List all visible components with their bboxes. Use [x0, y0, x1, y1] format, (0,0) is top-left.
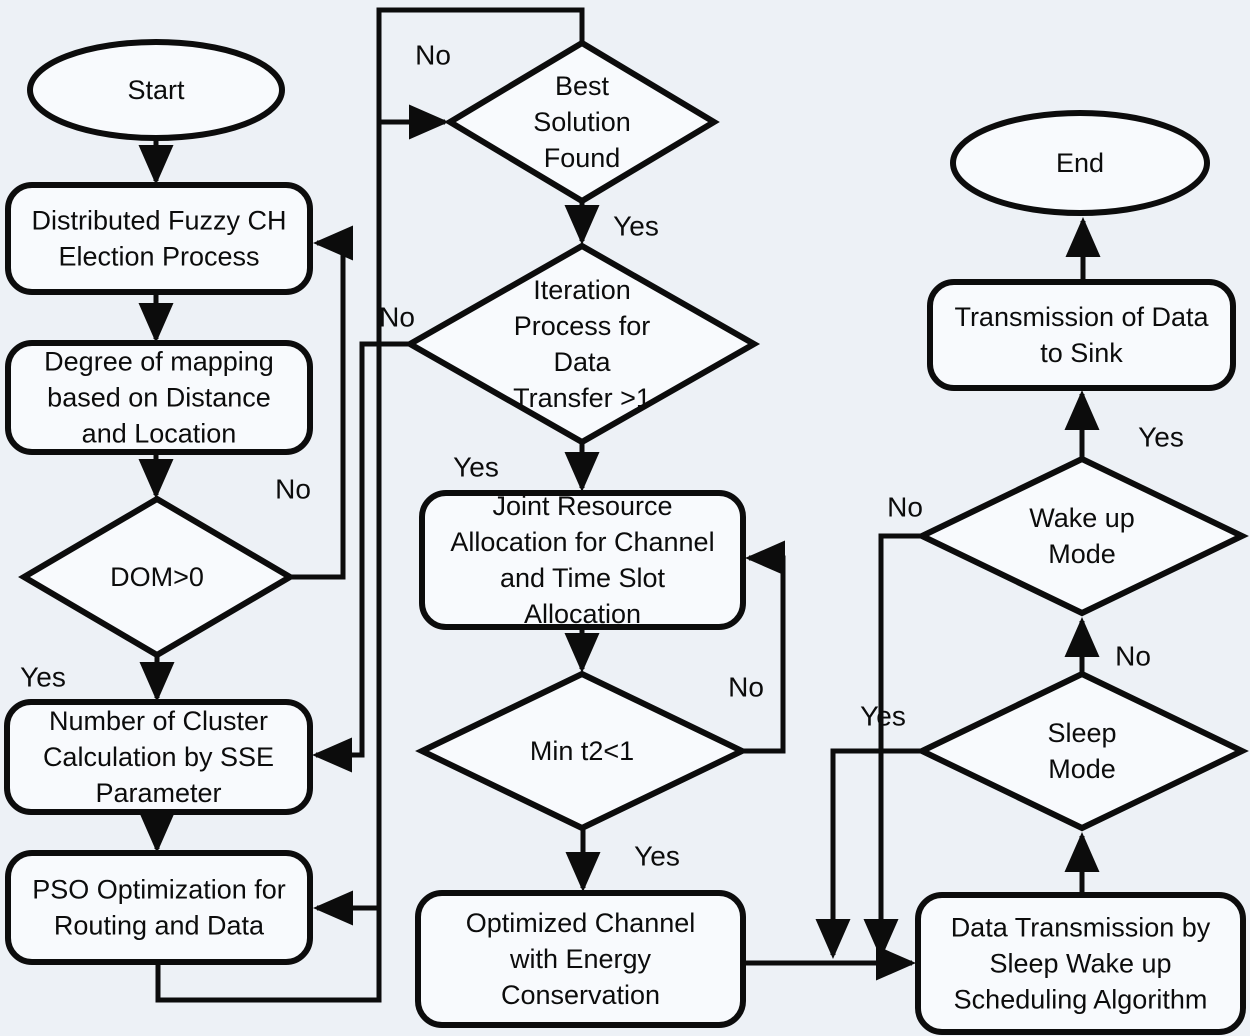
edge-label-wakeup-yes: Yes — [1138, 422, 1184, 453]
edge-label-iteration-yes: Yes — [453, 452, 499, 483]
edge-best-no — [312, 7, 585, 926]
edge-label-sleep-yes: Yes — [860, 701, 906, 732]
edge-label-wakeup-no: No — [887, 492, 923, 523]
dom-check-label: DOM>0 — [110, 562, 204, 592]
pso-shape — [5, 850, 313, 965]
end-label: End — [1056, 148, 1104, 178]
best-solution-shape — [444, 39, 720, 205]
start-label: Start — [127, 75, 185, 105]
iteration-shape — [403, 242, 761, 446]
node-start: Start — [27, 39, 285, 141]
edge-label-dom-no: No — [275, 474, 311, 505]
optimized-channel-shape — [415, 890, 746, 1028]
wakeup-shape — [915, 455, 1249, 617]
end-shape — [950, 110, 1210, 216]
tx-sink-shape — [927, 279, 1236, 391]
node-end: End — [950, 110, 1210, 216]
data-tx-shape — [915, 892, 1246, 1035]
edge-sleep-yes — [815, 748, 922, 960]
dom-check-shape — [18, 495, 296, 659]
edge-label-best-no: No — [415, 40, 451, 71]
edge-label-min-no: No — [728, 672, 764, 703]
edge-min-no — [742, 540, 786, 754]
edge-pso-to-best — [155, 104, 450, 1003]
min-t2-label: Min t2<1 — [530, 736, 634, 766]
node-dom-check: DOM>0 — [18, 495, 296, 659]
sleep-shape — [915, 670, 1249, 832]
cluster-count-shape — [4, 699, 313, 815]
start-shape — [27, 39, 285, 141]
edge-label-dom-yes: Yes — [20, 662, 66, 693]
edge-label-iteration-no: No — [379, 302, 415, 333]
node-min-t2: Min t2<1 — [415, 670, 749, 832]
ch-election-shape — [5, 182, 313, 295]
edge-label-best-yes: Yes — [613, 211, 659, 242]
edges-layer — [138, 7, 1101, 1003]
joint-alloc-shape — [419, 490, 746, 630]
edge-iteration-no — [311, 341, 410, 773]
edge-dom-no — [290, 225, 353, 580]
edge-wakeup-no — [863, 533, 922, 960]
edge-label-sleep-no: No — [1115, 641, 1151, 672]
min-t2-shape — [415, 670, 749, 832]
degree-mapping-shape — [5, 340, 313, 455]
edge-label-min-yes: Yes — [634, 841, 680, 872]
